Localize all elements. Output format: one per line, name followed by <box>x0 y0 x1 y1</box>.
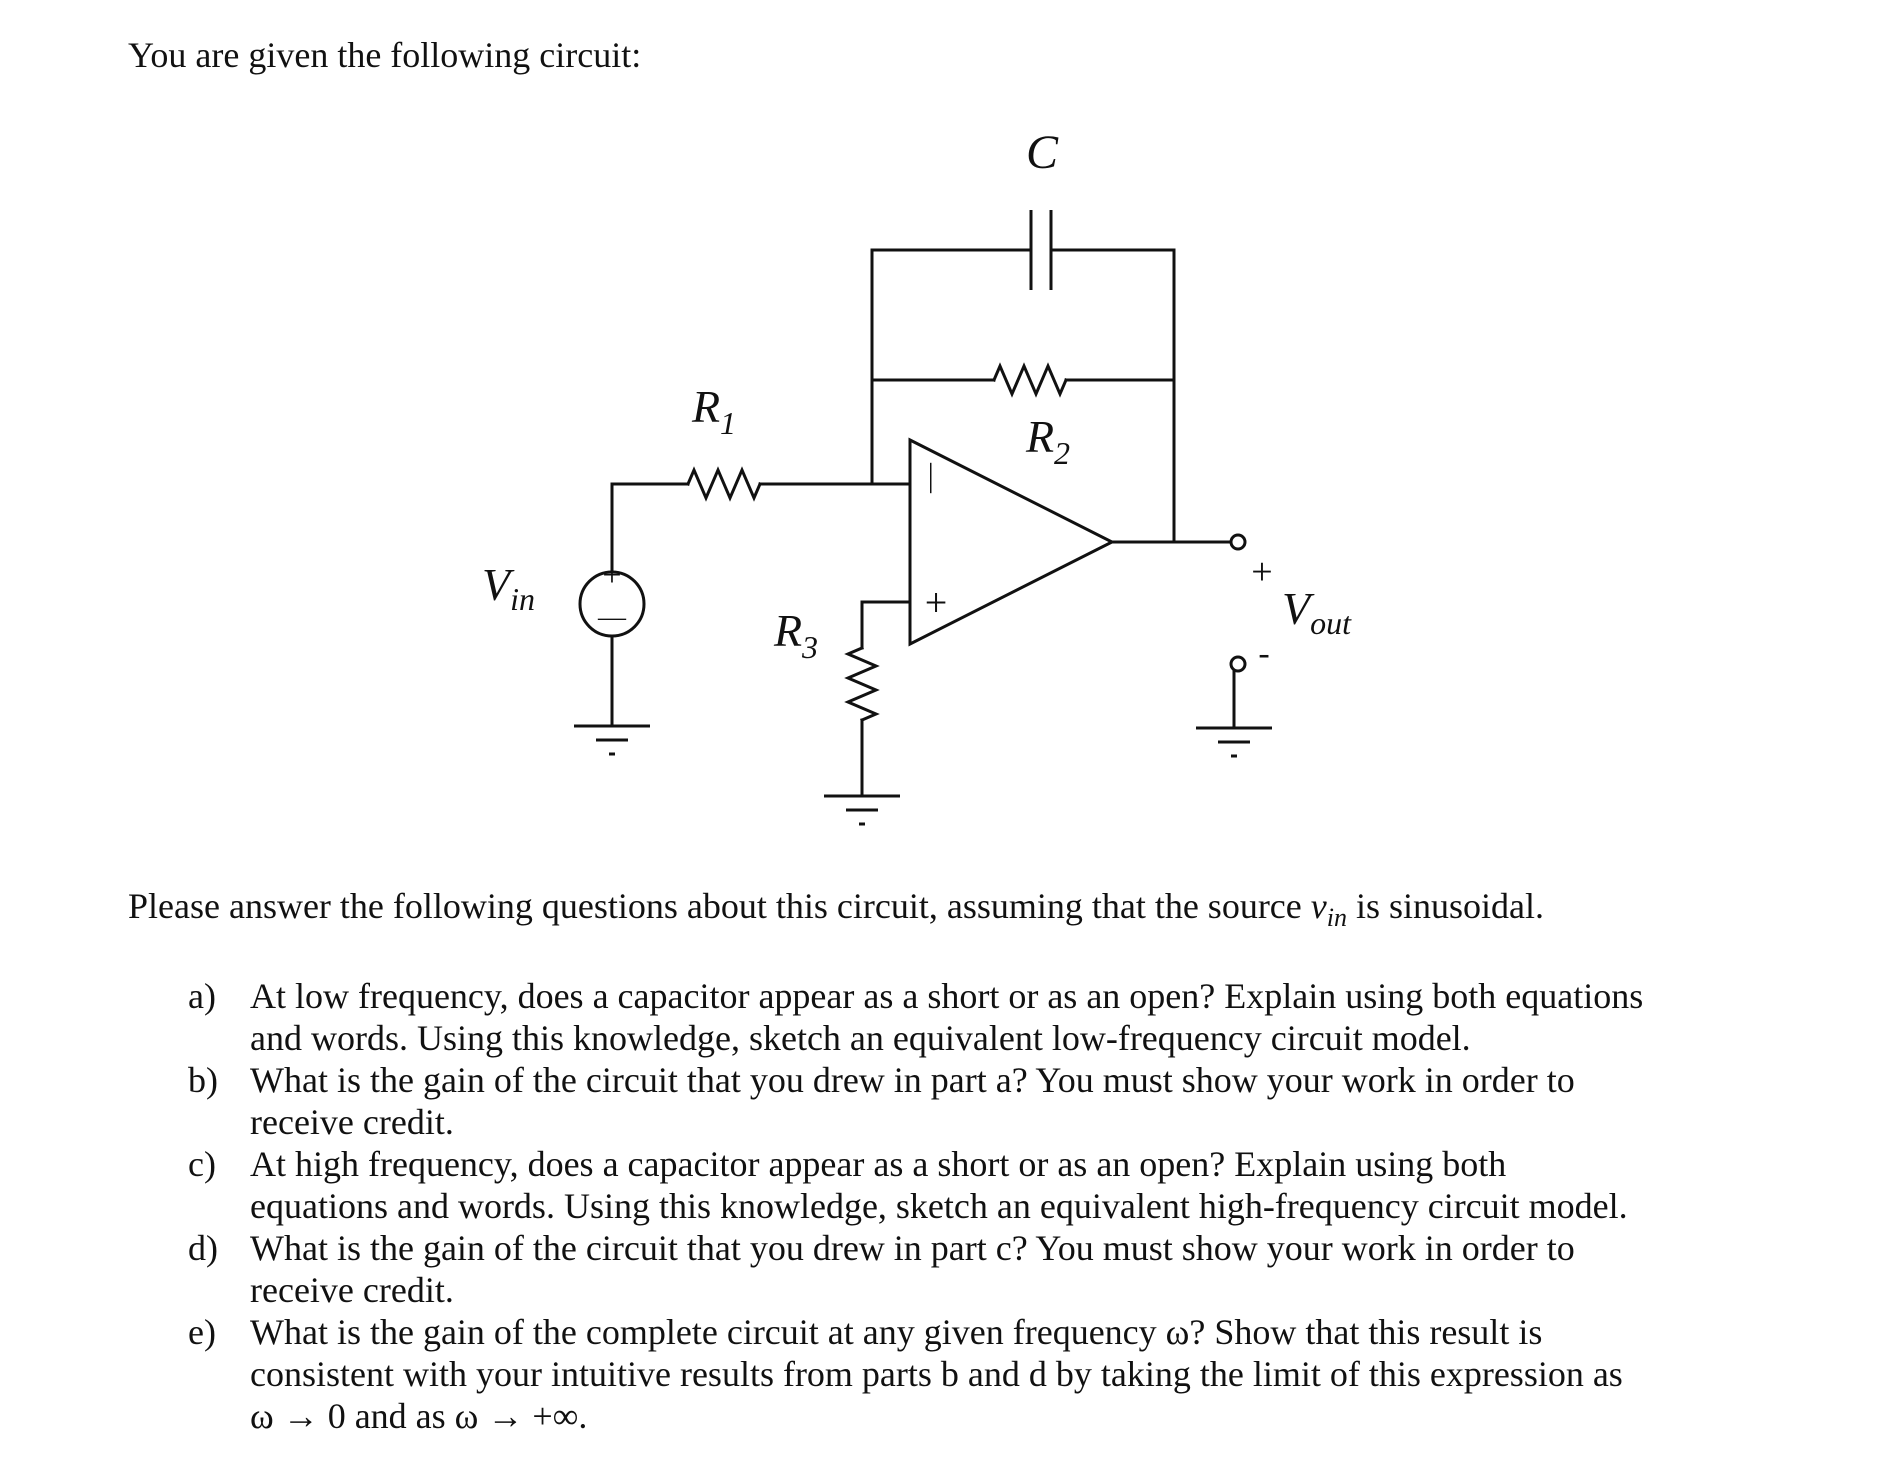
prompt-variable: vin <box>1310 886 1347 932</box>
voltage-source-vin <box>578 570 646 638</box>
question-c: c) At high frequency, does a capacitor a… <box>188 1143 1708 1227</box>
label-source-plus: + <box>602 557 621 594</box>
question-line: What is the gain of the circuit that you… <box>250 1060 1575 1100</box>
label-opamp-plus: + <box>925 580 948 625</box>
question-line: ω → 0 and as ω → +∞. <box>250 1396 588 1436</box>
opamp-triangle <box>908 437 1116 647</box>
question-marker: d) <box>188 1228 218 1268</box>
label-vout-plus: + <box>1251 551 1272 593</box>
label-r3: R3 <box>773 605 818 665</box>
question-marker: c) <box>188 1144 216 1184</box>
output-terminal-plus <box>1229 533 1247 551</box>
question-line: At high frequency, does a capacitor appe… <box>250 1144 1507 1184</box>
question-line: At low frequency, does a capacitor appea… <box>250 976 1644 1016</box>
question-b: b) What is the gain of the circuit that … <box>188 1059 1708 1143</box>
question-list: a) At low frequency, does a capacitor ap… <box>188 975 1708 1437</box>
question-a: a) At low frequency, does a capacitor ap… <box>188 975 1708 1059</box>
label-opamp-minus: — <box>917 462 950 494</box>
intro-text: You are given the following circuit: <box>128 35 642 75</box>
label-vout-minus: - <box>1258 635 1269 672</box>
question-marker: e) <box>188 1312 216 1352</box>
ground-icon-r3 <box>824 794 900 826</box>
question-line: What is the gain of the circuit that you… <box>250 1228 1575 1268</box>
question-line: receive credit. <box>250 1102 454 1142</box>
question-line: and words. Using this knowledge, sketch … <box>250 1018 1471 1058</box>
prompt-text-before: Please answer the following questions ab… <box>128 886 1311 926</box>
label-vout: Vout <box>1282 583 1352 641</box>
resistor-r3 <box>844 646 880 722</box>
question-marker: a) <box>188 976 216 1016</box>
label-r2: R2 <box>1025 411 1070 471</box>
label-capacitor: C <box>1026 126 1059 179</box>
output-terminal-minus <box>1229 655 1247 673</box>
wire-noninverting-input <box>860 600 912 650</box>
resistor-r2 <box>992 362 1068 398</box>
label-source-minus: — <box>597 602 627 633</box>
circuit-diagram: C R1 R2 R3 Vin Vout + - — + + — <box>482 126 1352 826</box>
ground-icon-source <box>574 724 650 756</box>
question-line: equations and words. Using this knowledg… <box>250 1186 1628 1226</box>
resistor-r1 <box>686 466 762 502</box>
question-line: consistent with your intuitive results f… <box>250 1354 1623 1394</box>
question-line: receive credit. <box>250 1270 454 1310</box>
question-prompt: Please answer the following questions ab… <box>128 885 1544 932</box>
prompt-text-after: is sinusoidal. <box>1346 886 1544 926</box>
wire-source-to-r1 <box>610 482 690 574</box>
label-r1: R1 <box>691 381 736 441</box>
ground-icon-output <box>1196 726 1272 758</box>
question-e: e) What is the gain of the complete circ… <box>188 1311 1708 1437</box>
question-d: d) What is the gain of the circuit that … <box>188 1227 1708 1311</box>
question-marker: b) <box>188 1060 218 1100</box>
question-line: What is the gain of the complete circuit… <box>250 1312 1543 1352</box>
label-vin: Vin <box>482 559 535 617</box>
